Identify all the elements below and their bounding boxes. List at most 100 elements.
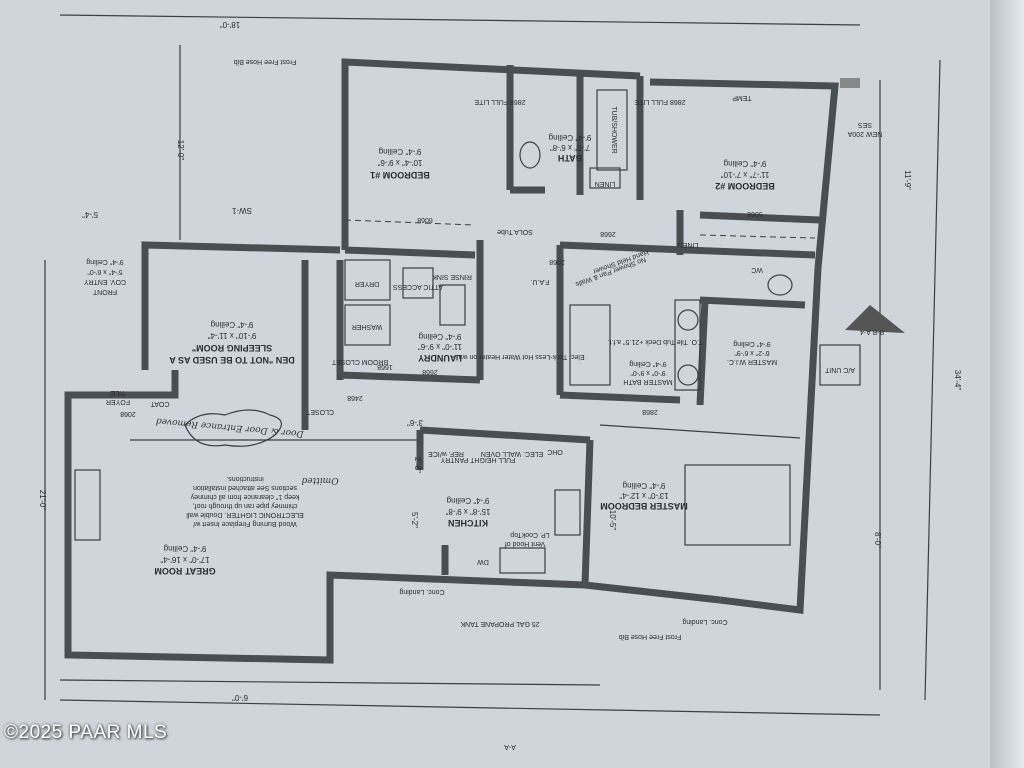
- dimension-lines: [44, 14, 941, 716]
- door-label: 2868: [642, 408, 658, 415]
- master-wic-label: MASTER W.I.C.: [727, 358, 777, 365]
- cooktop-label: LP. CookTop: [510, 531, 549, 538]
- dimension-label: 21'-0": [38, 490, 47, 511]
- fireplace-note-line: ELECTRONIC LIGHTER. Double wall: [186, 511, 304, 518]
- door-label: 2668: [600, 230, 616, 237]
- dimension-label: SW-1: [232, 206, 252, 215]
- fireplace-note-line: sections See attached installation: [193, 484, 297, 491]
- great-room-label: GREAT ROOM: [154, 566, 215, 576]
- dimension-label: 2'-8": [413, 457, 422, 473]
- bath-ceiling: 9'-4" Ceiling: [549, 133, 592, 142]
- door-label: 2668: [422, 368, 438, 375]
- tile-label: TILE: [110, 389, 125, 396]
- landing-label: Conc. Landing: [399, 588, 444, 595]
- fixtures: [74, 78, 905, 574]
- fireplace-note-line: chimney pipe ran up through roof,: [193, 502, 298, 509]
- hatch: [840, 78, 860, 88]
- bedroom2-dims: 11'-7" x 7'-10": [721, 170, 770, 179]
- door-label: 2068: [120, 410, 136, 417]
- pantry-label: FULL HEIGHT PANTRY: [440, 456, 515, 463]
- fireplace: [74, 469, 101, 541]
- dimension-label: 6'-0": [232, 693, 248, 702]
- master-bath-label: MASTER BATH: [623, 378, 672, 385]
- door-label: 2068: [549, 258, 565, 265]
- dryer-label: DRYER: [355, 280, 379, 287]
- ses-label-2: SES: [858, 121, 872, 128]
- section-aa-label: A-A: [504, 743, 516, 750]
- toilet-master: [767, 274, 793, 296]
- kitchen-dims: 15'-8" x 9'-8": [445, 507, 490, 516]
- bedroom1-dims: 10'-4" x 9'-6": [377, 158, 422, 167]
- coat-label: COAT: [150, 400, 170, 407]
- hose-bib-label: Frost Free Hose Bib: [619, 633, 682, 640]
- walls: [64, 58, 839, 664]
- tub-deck-label: T.O. Tile Tub Deck +21.5" a.f.f.: [608, 338, 703, 345]
- watermark: ©2025 PAAR MLS: [4, 722, 168, 743]
- master-bedroom-ceiling: 9'-4" Ceiling: [623, 481, 666, 490]
- dimension-label: 5'-2": [410, 512, 419, 528]
- master-bath-ceiling: 9'-4" Ceiling: [629, 360, 666, 367]
- propane-tank-label: 25 GAL PROPANE TANK: [460, 620, 539, 627]
- linen-closet: [589, 167, 621, 189]
- fau-label: F.A.U.: [530, 278, 549, 285]
- handwritten-omitted: Omitted: [301, 475, 338, 485]
- tub-shower-fixture: [596, 89, 628, 171]
- landing-label: Conc. Landing: [682, 618, 727, 625]
- bed: [684, 464, 791, 546]
- kitchen-sink: [499, 547, 546, 574]
- ohc-label: OHC: [547, 448, 563, 455]
- dimension-label: 3'-6": [407, 418, 423, 427]
- closet-label: CLOSET: [305, 408, 334, 415]
- linen2-label: LINEN: [678, 241, 699, 248]
- washer-box: [344, 304, 391, 346]
- cooktop: [554, 489, 581, 536]
- notes: Wood Burning Fireplace Insert w/ ELECTRO…: [155, 58, 884, 750]
- great-room-ceiling: 9'-4" Ceiling: [164, 544, 207, 553]
- oven-label: ELEC. WALL OVEN: [481, 450, 544, 457]
- kitchen-label: KITCHEN: [448, 518, 488, 528]
- den-label: DEN "NOT TO BE USED AS A: [169, 355, 295, 365]
- foyer-label: FOYER: [106, 398, 130, 405]
- den-dims: 9'-10" x 11'-4": [208, 331, 257, 340]
- door-label: 5068: [747, 210, 763, 217]
- attic-access-box: [402, 267, 434, 299]
- master-bedroom-label: MASTER BEDROOM: [600, 501, 688, 511]
- door-label: 6068: [417, 216, 433, 223]
- dimension-label: 11'-9": [903, 170, 912, 190]
- dryer-box: [344, 259, 391, 301]
- revision-cloud: [184, 409, 282, 447]
- toilet: [519, 141, 541, 169]
- handwritten-removed: Door & Door Entrance Removed: [155, 416, 305, 439]
- wc-label: WC: [751, 266, 763, 273]
- door-label: 2868 FULL LITE: [634, 98, 685, 105]
- bedroom1-ceiling: 9'-4" Ceiling: [379, 147, 422, 156]
- ses-label: NEW 200A: [847, 130, 882, 137]
- den-ceiling: 9'-4" Ceiling: [211, 320, 254, 329]
- fireplace-note-line: instructions.: [226, 475, 263, 482]
- room-labels: BEDROOM #1 10'-4" x 9'-6" 9'-4" Ceiling …: [84, 133, 777, 576]
- bath-label: BATH: [558, 153, 582, 163]
- laundry-label: LAUNDRY: [418, 353, 462, 363]
- master-tub: [569, 304, 611, 386]
- laundry-dims: 11'-0" x 9'-6": [418, 342, 462, 351]
- master-bath-dims: 9'-0" x 9'-0": [630, 369, 666, 376]
- master-wic-dims: 6'-2" x 6'-9": [734, 349, 770, 356]
- ref-label: REF. w/ICE: [428, 450, 464, 457]
- heater-label: Elec. Tank-Less Hot Water Heater on wall: [455, 353, 585, 360]
- broom-closet-label: BROOM CLOSET: [331, 358, 388, 365]
- bedroom2-ceiling: 9'-4" Ceiling: [724, 159, 767, 168]
- bedroom2-label: BEDROOM #2: [715, 181, 775, 191]
- dimension-label: 34'-4": [953, 370, 962, 391]
- sola-tube-label: SOLA Tube: [497, 228, 533, 235]
- door-label: 2868 FULL LITE: [474, 98, 525, 105]
- dimension-label: 18'-0": [220, 20, 241, 29]
- tub-shower-label: TUB/SHOWER: [610, 106, 617, 153]
- ac-unit-label: A/C UNIT: [824, 366, 855, 373]
- fireplace-note-line: keep 1" clearance from all chimney: [190, 493, 299, 500]
- front-entry-dims: 5'-4" x 6'-0": [87, 268, 123, 275]
- den-label-2: SLEEPING ROOM": [192, 343, 272, 353]
- linen-label: LINEN: [595, 180, 616, 187]
- door-label: 2468: [347, 394, 363, 401]
- dimension-label: 12'-0": [176, 140, 185, 161]
